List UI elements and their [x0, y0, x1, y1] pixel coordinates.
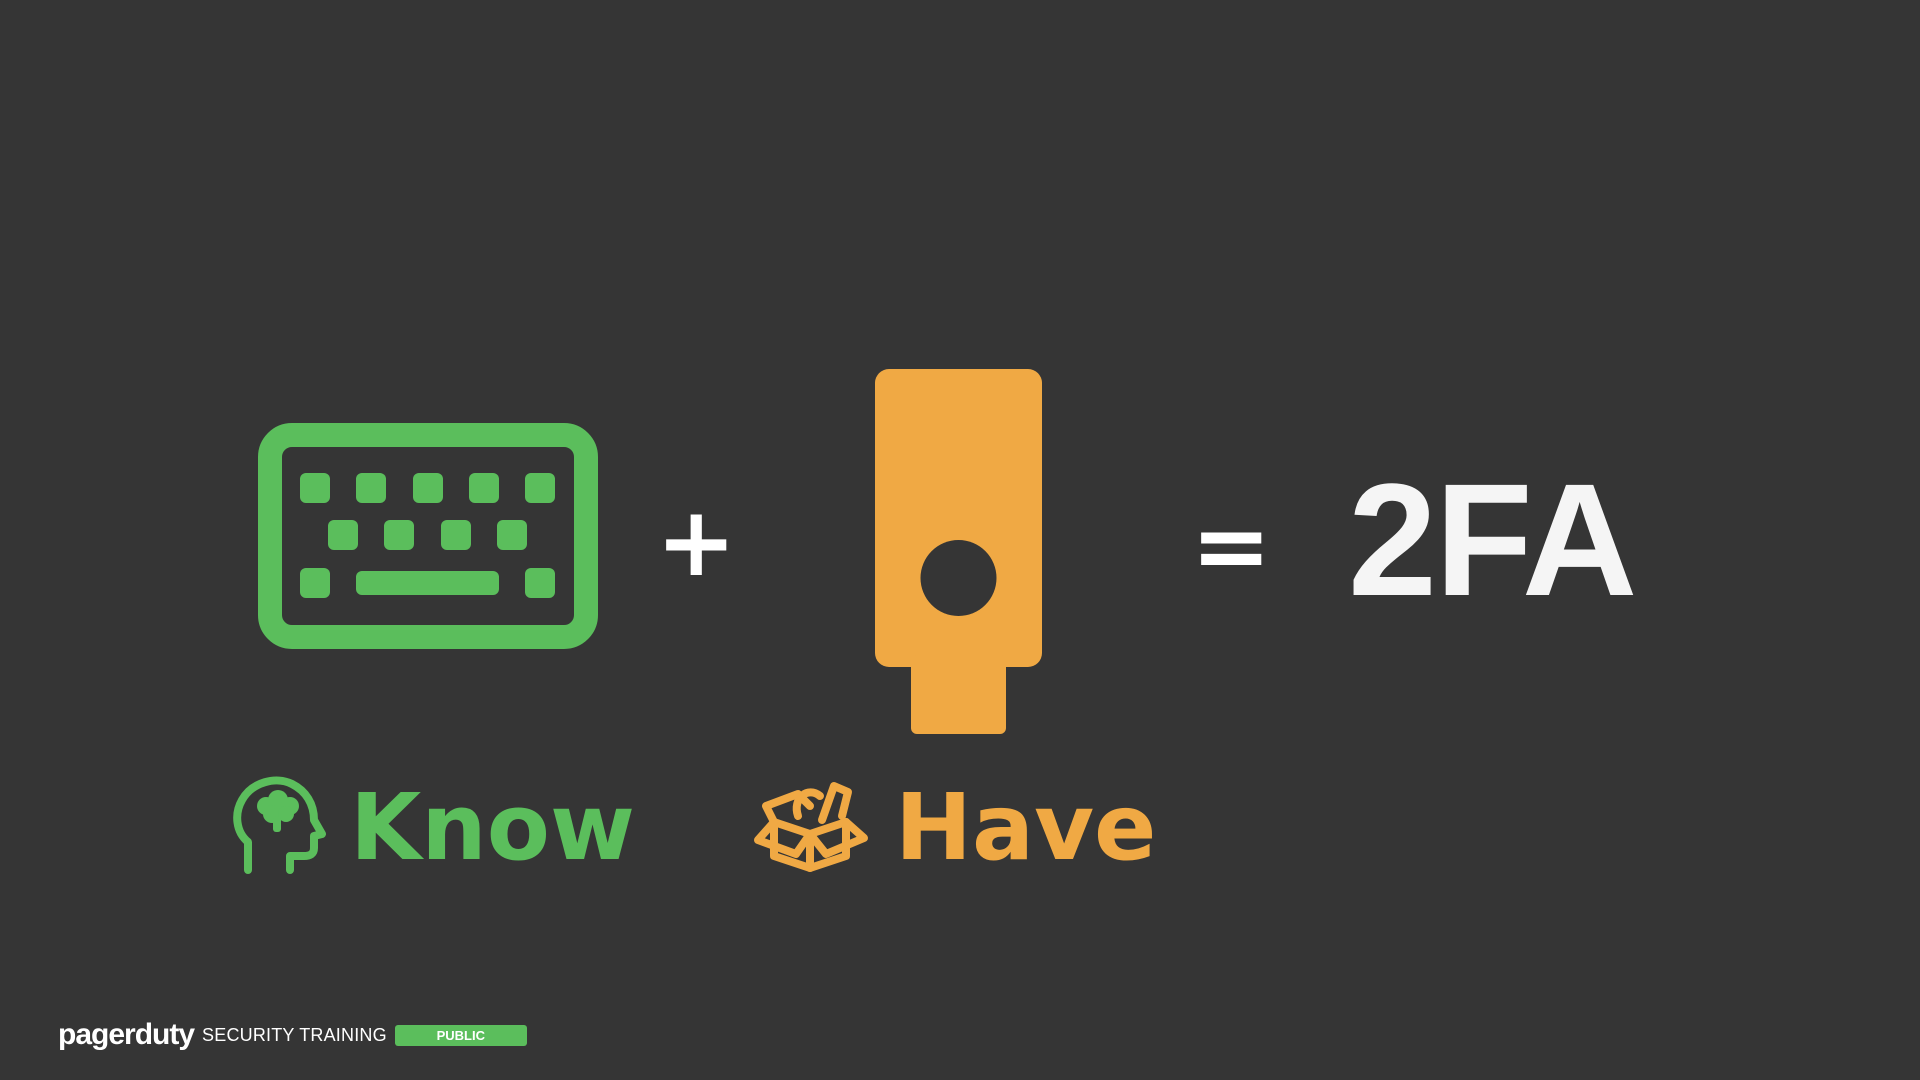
keyboard-icon [258, 423, 598, 649]
open-box-icon [752, 776, 870, 872]
usb-security-key-icon [875, 369, 1042, 734]
know-label: Know [350, 774, 635, 881]
equals-operator: = [1191, 490, 1272, 602]
footer: pagerduty SECURITY TRAINING PUBLIC [58, 1018, 527, 1051]
result-2fa-text: 2FA [1348, 450, 1637, 629]
have-label: Have [895, 774, 1157, 881]
plus-operator: + [656, 486, 737, 598]
head-brain-icon [230, 776, 330, 874]
footer-training-text: SECURITY TRAINING [202, 1024, 387, 1045]
pagerduty-logo: pagerduty [58, 1018, 195, 1051]
public-badge: PUBLIC [394, 1024, 527, 1046]
